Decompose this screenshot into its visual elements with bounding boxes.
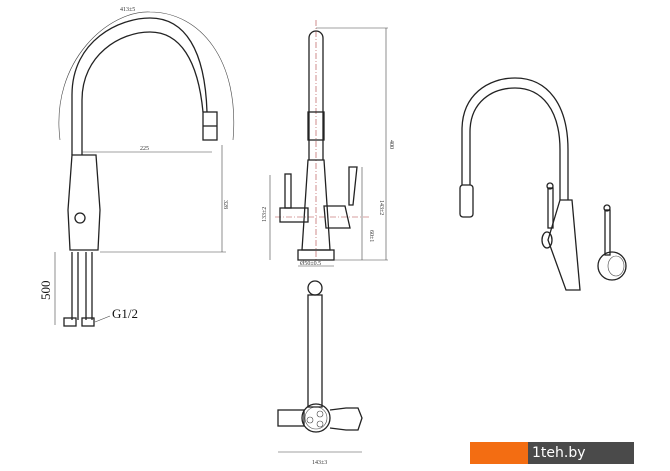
side-view: 225 328 413±5 500 G1/2 xyxy=(38,7,235,327)
dim-spout-height: 328 xyxy=(222,200,228,209)
top-view: 143±3 xyxy=(277,280,363,466)
perspective-view xyxy=(459,77,627,291)
dim-left-handle-height: 133±2 xyxy=(262,207,268,222)
front-view: 400 133±2 143±2 60±1 Ø50±0.5 xyxy=(262,20,394,267)
watermark-logo: 1teh.by xyxy=(470,442,634,464)
watermark-text: 1teh.by xyxy=(528,442,634,464)
dim-thread: G1/2 xyxy=(112,306,138,321)
dim-total-height: 400 xyxy=(388,140,394,149)
dim-base-diameter: Ø50±0.5 xyxy=(300,261,321,267)
dim-top-width: 143±3 xyxy=(312,460,327,466)
dim-right-handle-height: 143±2 xyxy=(378,200,384,215)
dim-hose-length: 500 xyxy=(38,281,53,301)
dim-arc-radius: 413±5 xyxy=(120,7,135,13)
dim-reach: 225 xyxy=(140,146,149,152)
dim-base-height: 60±1 xyxy=(368,230,374,242)
